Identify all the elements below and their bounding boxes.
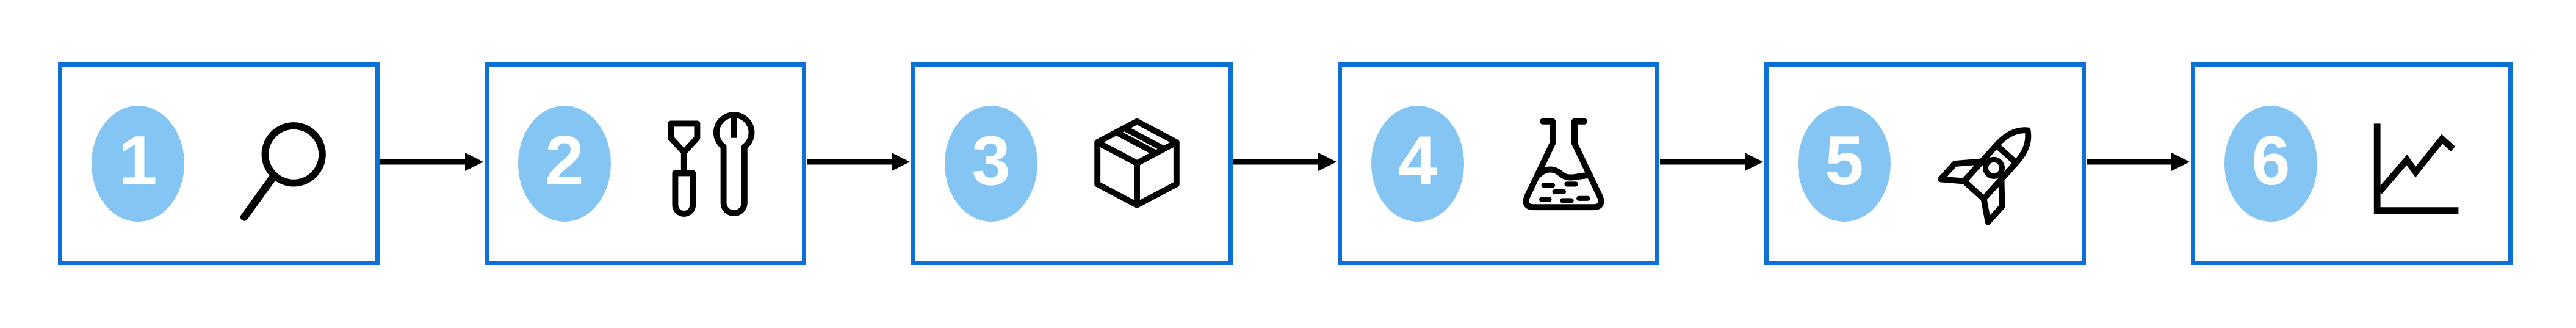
flask-icon [1523, 118, 1604, 211]
step-number-badge: 1 [92, 106, 184, 222]
tools-icon [668, 112, 755, 217]
search-icon [240, 122, 326, 221]
step-icon-slot [1509, 104, 1618, 235]
step-number-badge: 3 [945, 106, 1037, 222]
step-icon-slot [1082, 104, 1192, 235]
package-icon [1094, 118, 1180, 208]
step-box-4: 4 [1338, 62, 1659, 265]
step-icon-slot [1935, 104, 2045, 235]
step-number-badge: 6 [2224, 106, 2317, 222]
flow-arrow-icon [1660, 153, 1763, 171]
step-icon-slot [229, 104, 339, 235]
step-box-2: 2 [485, 62, 806, 265]
step-number-badge: 4 [1371, 106, 1464, 222]
step-box-6: 6 [2191, 62, 2513, 265]
flow-arrow-icon [2087, 153, 2190, 171]
flow-arrow-icon [1233, 153, 1337, 171]
step-icon-slot [2362, 104, 2472, 235]
rocket-icon [1938, 127, 2032, 225]
step-number-badge: 5 [1798, 106, 1891, 222]
step-box-5: 5 [1764, 62, 2086, 265]
chart-icon [2373, 123, 2459, 214]
step-box-1: 1 [58, 62, 380, 265]
step-icon-slot [655, 104, 765, 235]
flow-arrow-icon [807, 153, 910, 171]
flow-arrow-icon [380, 153, 483, 171]
step-box-3: 3 [911, 62, 1233, 265]
step-number-badge: 2 [518, 106, 611, 222]
